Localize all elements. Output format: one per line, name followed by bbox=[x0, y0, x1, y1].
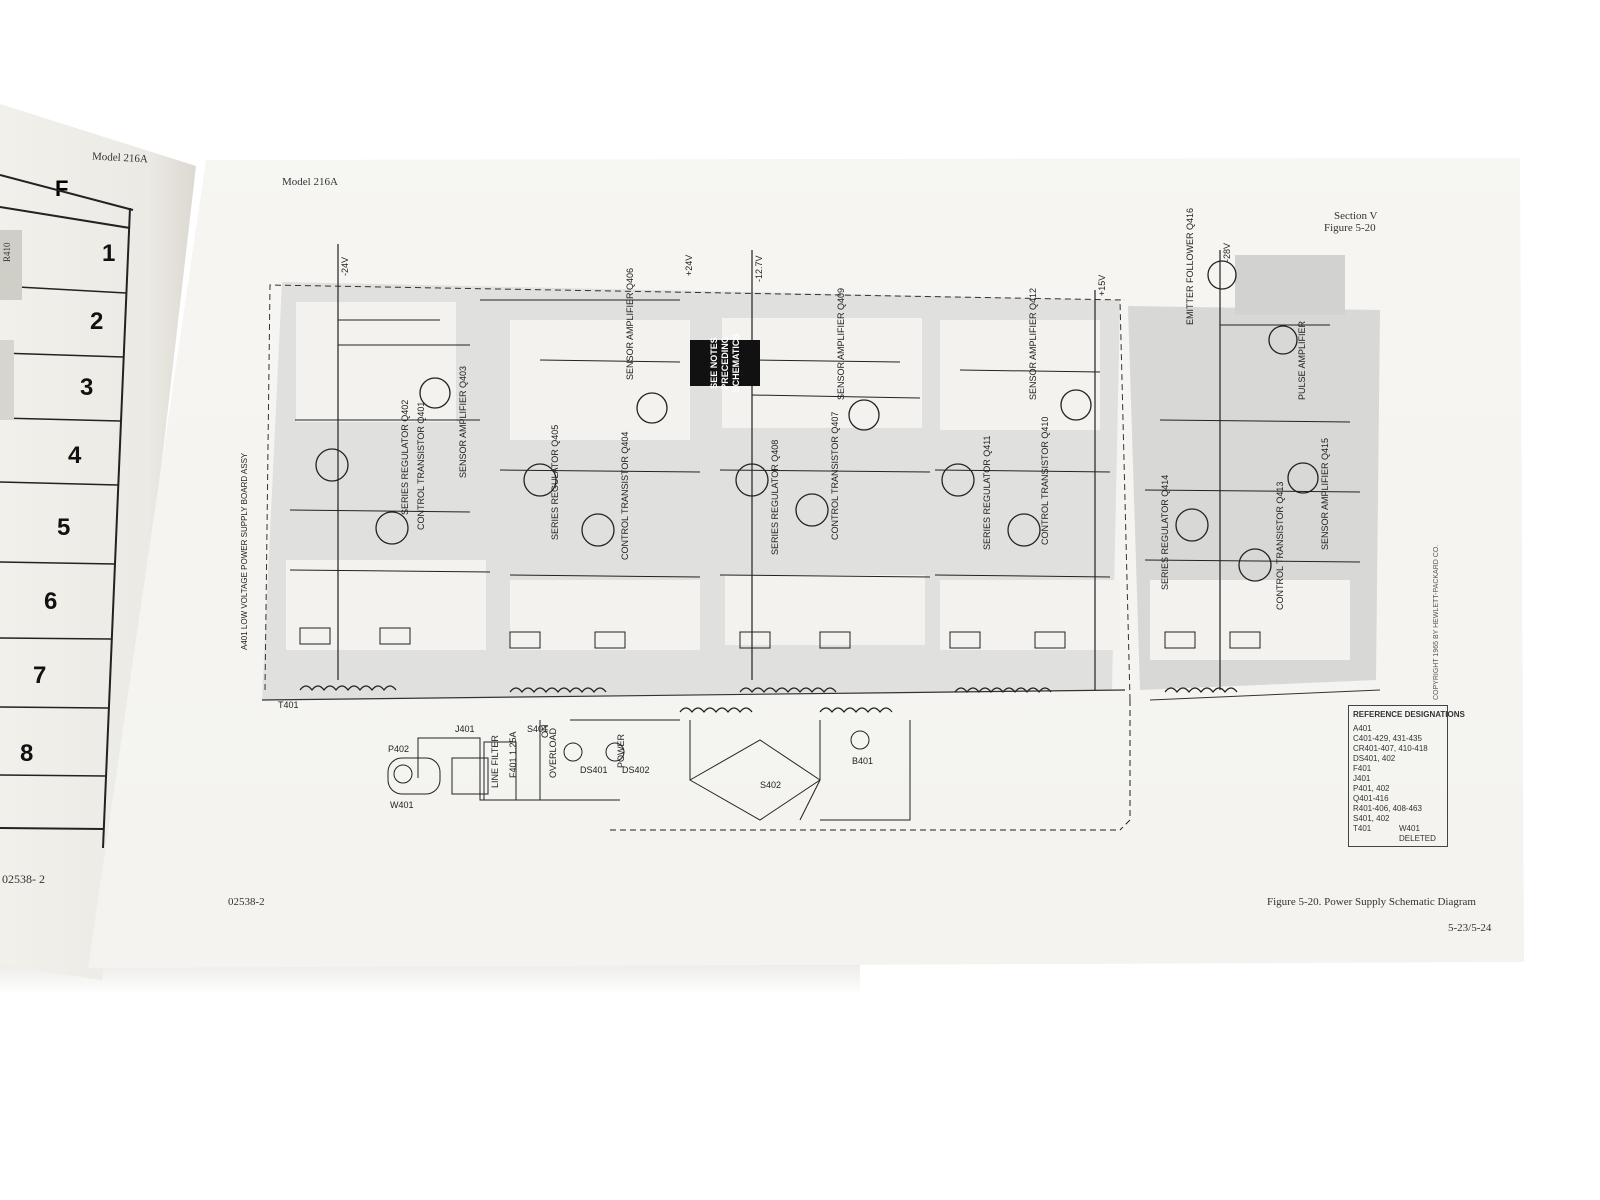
rail-voltage-1: -24V bbox=[340, 256, 350, 276]
emitter-follower-label: EMITTER FOLLOWER Q416 bbox=[1185, 207, 1195, 325]
rail-voltage-2: +24V bbox=[684, 254, 694, 276]
page-header-left: Model 216A bbox=[282, 176, 338, 188]
page-header-figure: Figure 5-20 bbox=[1324, 222, 1376, 234]
row-number-3: 3 bbox=[80, 374, 94, 401]
row-number-8: 8 bbox=[20, 740, 34, 767]
part-ref-w401: W401 bbox=[390, 800, 414, 810]
stage4-series-label: SERIES REGULATOR Q411 bbox=[982, 435, 992, 550]
stage5-sensor-label: SENSOR AMPLIFIER Q415 bbox=[1320, 437, 1330, 550]
copyright-notice: COPYRIGHT 1965 BY HEWLETT-PACKARD CO. bbox=[1433, 544, 1440, 700]
part-ref-b401: B401 bbox=[852, 756, 874, 766]
pulse-amplifier-label: PULSE AMPLIFIER bbox=[1297, 320, 1307, 400]
row-number-1: 1 bbox=[102, 240, 116, 267]
reference-designations-title: REFERENCE DESIGNATIONS bbox=[1353, 710, 1465, 719]
rail-voltage-5: -28V bbox=[1222, 242, 1232, 262]
figure-caption: Figure 5-20. Power Supply Schematic Diag… bbox=[1267, 896, 1476, 908]
ref-line-5: F401 bbox=[1353, 764, 1372, 773]
stage3-series-label: SERIES REGULATOR Q408 bbox=[770, 439, 780, 555]
stage1-sensor-label: SENSOR AMPLIFIER Q403 bbox=[458, 365, 468, 478]
ref-line-13: DELETED bbox=[1399, 834, 1436, 843]
ref-line-1: A401 bbox=[1353, 724, 1372, 733]
row-number-5: 5 bbox=[57, 514, 71, 541]
ref-line-6: J401 bbox=[1353, 774, 1371, 783]
stage1-series-label: SERIES REGULATOR Q402 bbox=[400, 399, 410, 515]
ref-line-4: DS401, 402 bbox=[1353, 754, 1396, 763]
part-ref-ds402: DS402 bbox=[622, 765, 650, 775]
fuse-label: F401 1.25A bbox=[508, 731, 518, 778]
page-header-section: Section V bbox=[1334, 210, 1378, 222]
ref-line-8: Q401-416 bbox=[1353, 794, 1389, 803]
rail-voltage-4: +15V bbox=[1097, 274, 1107, 296]
left-grid-lines bbox=[0, 174, 134, 849]
part-ref-s402: S402 bbox=[760, 780, 782, 790]
line-filter-label: LINE FILTER bbox=[490, 735, 500, 788]
stage5-series-label: SERIES REGULATOR Q414 bbox=[1160, 474, 1170, 590]
ref-line-10: S401, 402 bbox=[1353, 814, 1390, 823]
left-part-label: R410 bbox=[2, 242, 12, 262]
ref-line-2: C401-429, 431-435 bbox=[1353, 734, 1422, 743]
board-label: A401 LOW VOLTAGE POWER SUPPLY BOARD ASSY bbox=[240, 452, 249, 650]
grid-column-letter: F bbox=[55, 176, 69, 201]
stage3-sensor-label: SENSOR AMPLIFIER Q409 bbox=[836, 287, 846, 400]
power-label: POWER bbox=[616, 733, 626, 768]
page-number: 5-23/5-24 bbox=[1448, 922, 1492, 934]
part-ref-j401: J401 bbox=[455, 724, 475, 734]
ref-line-9: R401-406, 408-463 bbox=[1353, 804, 1422, 813]
stage2-control-label: CONTROL TRANSISTOR Q404 bbox=[620, 431, 630, 560]
row-number-2: 2 bbox=[90, 308, 104, 335]
stage2-series-label: SERIES REGULATOR Q405 bbox=[550, 424, 560, 540]
reference-designations-box: REFERENCE DESIGNATIONS A401 C401-429, 43… bbox=[1348, 705, 1465, 847]
part-ref-p402: P402 bbox=[388, 744, 410, 754]
see-notes-badge: SEE NOTES PRECEDING SCHEMATICS bbox=[690, 334, 760, 392]
stage4-control-label: CONTROL TRANSISTOR Q410 bbox=[1040, 416, 1050, 545]
part-ref-s401: S401 bbox=[527, 724, 549, 734]
page-footer-left: 02538-2 bbox=[228, 896, 265, 908]
ref-line-3: CR401-407, 410-418 bbox=[1353, 744, 1428, 753]
part-ref-ds401: DS401 bbox=[580, 765, 608, 775]
left-page-footer: 02538- 2 bbox=[2, 872, 45, 886]
ref-line-12: W401 bbox=[1399, 824, 1420, 833]
stage1-control-label: CONTROL TRANSISTOR Q401 bbox=[416, 401, 426, 530]
stage5-control-label: CONTROL TRANSISTOR Q413 bbox=[1275, 481, 1285, 610]
rail-voltage-3: -12.7V bbox=[754, 255, 764, 282]
part-ref-t401: T401 bbox=[278, 700, 299, 710]
stage3-control-label: CONTROL TRANSISTOR Q407 bbox=[830, 411, 840, 540]
row-number-6: 6 bbox=[44, 588, 58, 615]
ref-line-7: P401, 402 bbox=[1353, 784, 1390, 793]
stage4-sensor-label: SENSOR AMPLIFIER Q412 bbox=[1028, 287, 1038, 400]
stage2-sensor-label: SENSOR AMPLIFIER Q406 bbox=[625, 267, 635, 380]
ref-line-11: T401 bbox=[1353, 824, 1372, 833]
row-number-4: 4 bbox=[68, 442, 82, 469]
row-number-7: 7 bbox=[33, 662, 47, 689]
